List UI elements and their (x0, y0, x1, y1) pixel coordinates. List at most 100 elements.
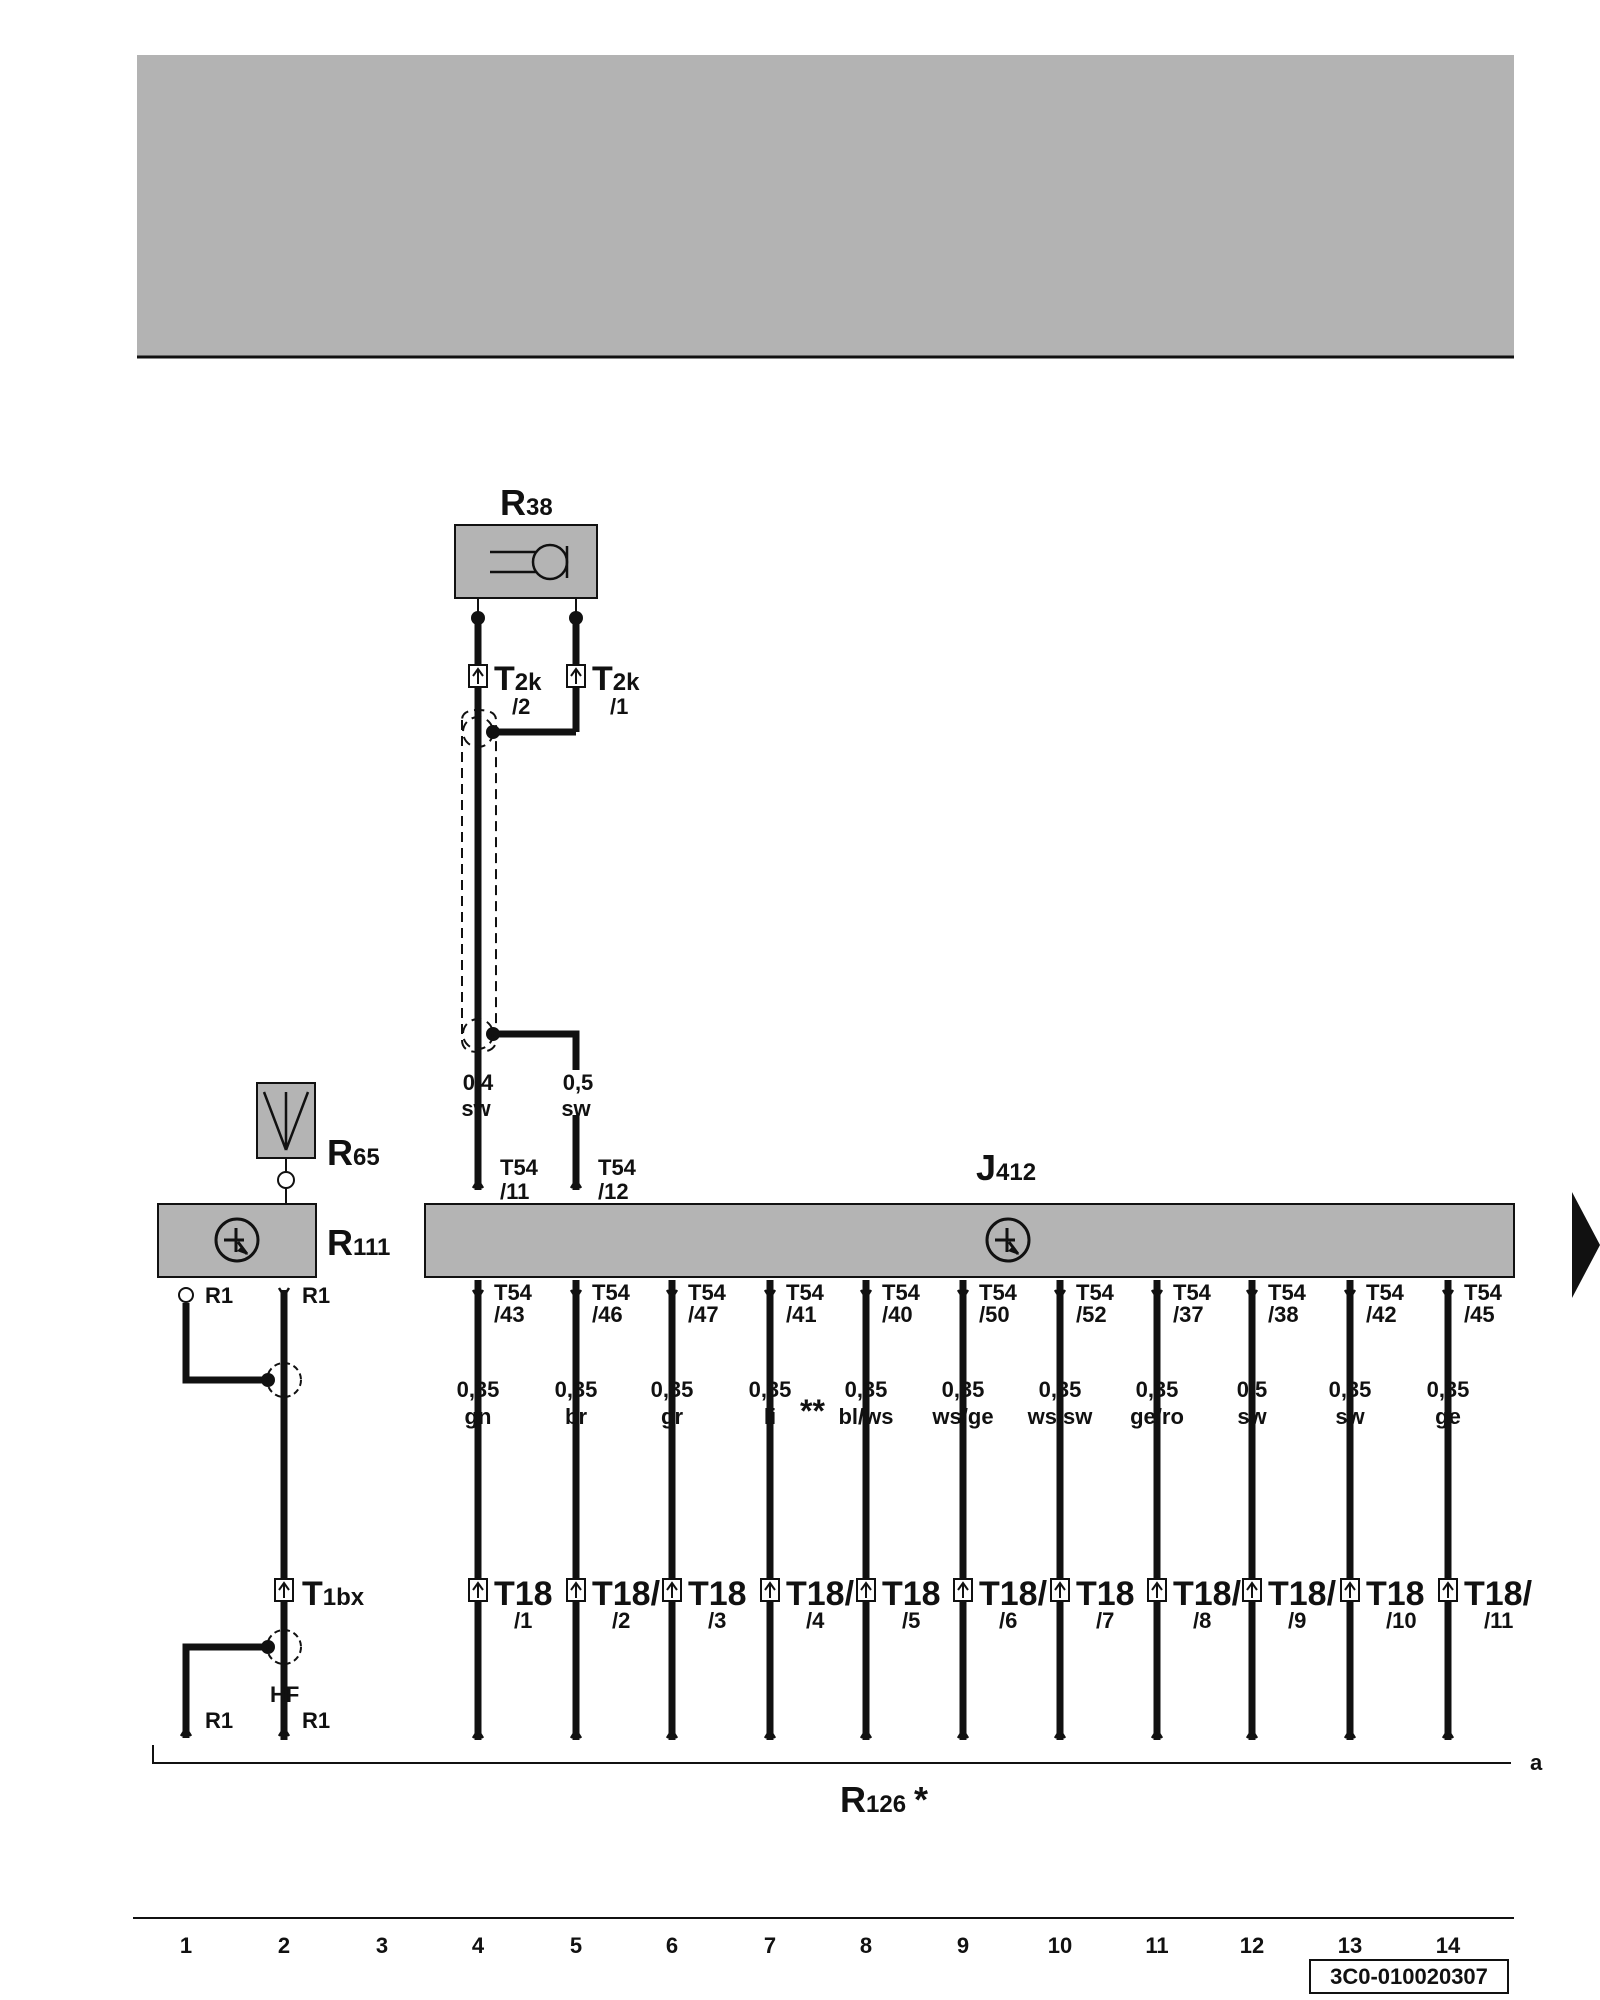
wire-color: gn (465, 1404, 492, 1429)
wire-color: sw (1237, 1404, 1267, 1429)
r111-wires (182, 1290, 288, 1740)
wire-size: 0,35 (1039, 1377, 1082, 1402)
connector-icon (468, 664, 488, 688)
wire-size: 0,35 (749, 1377, 792, 1402)
t54-label: T54 (500, 1155, 539, 1180)
hf-label: HF (270, 1682, 299, 1707)
wire-size: 0,35 (651, 1377, 694, 1402)
t18-pin: /6 (999, 1608, 1017, 1633)
column-number: 5 (570, 1933, 582, 1958)
column-number: 2 (278, 1933, 290, 1958)
t18-label: T18/ (786, 1575, 855, 1613)
shield-outline (461, 708, 497, 1054)
t54-pin: /47 (688, 1302, 719, 1327)
wire-size: 0,35 (845, 1377, 888, 1402)
wire-color: ws/sw (1027, 1404, 1094, 1429)
wire-size: 0,35 (1136, 1377, 1179, 1402)
connector-icon (566, 664, 586, 688)
connector-icon (953, 1578, 973, 1602)
doc-code-box (1309, 1959, 1509, 1994)
column-number: 14 (1436, 1933, 1461, 1958)
wire-color: bl/ws (838, 1404, 893, 1429)
t18-pin: /9 (1288, 1608, 1306, 1633)
connector-icon (566, 1578, 586, 1602)
t18-label: T18/ (592, 1575, 661, 1613)
connector-icon (1242, 1578, 1262, 1602)
t54-label: T54 (688, 1280, 727, 1305)
wire-size: 0,35 (1329, 1377, 1372, 1402)
wire-size: 0,5 (1237, 1377, 1268, 1402)
connector-icon (856, 1578, 876, 1602)
wire-size: 0,35 (1427, 1377, 1470, 1402)
header-band (137, 55, 1514, 357)
ground-right-label: R1 (302, 1708, 330, 1733)
column-number: 6 (666, 1933, 678, 1958)
t54-pin: /46 (592, 1302, 623, 1327)
bus-end-label: a (1530, 1750, 1543, 1775)
t18-pin: /4 (806, 1608, 825, 1633)
r111-pin-left: R1 (205, 1283, 233, 1308)
t2k-2-label: T2k (494, 660, 542, 698)
column-number: 11 (1145, 1933, 1168, 1958)
connector-icon (662, 1578, 682, 1602)
t54-label: T54 (979, 1280, 1018, 1305)
t18-pin: /3 (708, 1608, 726, 1633)
connector-icon (274, 1578, 294, 1602)
r126-label: R126* (840, 1779, 928, 1820)
antenna-icon (262, 1091, 310, 1151)
j412-box (424, 1203, 1515, 1278)
column-number: 7 (764, 1933, 776, 1958)
column-number: 4 (472, 1933, 485, 1958)
t54-pin: /45 (1464, 1302, 1495, 1327)
column-number: 12 (1240, 1933, 1264, 1958)
column-number: 3 (376, 1933, 388, 1958)
t54-pin: /12 (598, 1179, 629, 1204)
r111-pin-right: R1 (302, 1283, 330, 1308)
connector-icon (1340, 1578, 1360, 1602)
t54-pin: /43 (494, 1302, 525, 1327)
wire-color: ge/ro (1130, 1404, 1184, 1429)
wire-size: 0,5 (563, 1070, 594, 1095)
t54-pin: /11 (500, 1179, 529, 1204)
t18-label: T18/ (1464, 1575, 1533, 1613)
t54-pin: /38 (1268, 1302, 1299, 1327)
connector-icon (1438, 1578, 1458, 1602)
t54-label: T54 (1076, 1280, 1115, 1305)
t54-label: T54 (494, 1280, 533, 1305)
t2k-2-pin: /2 (512, 694, 530, 719)
t54-label: T54 (882, 1280, 921, 1305)
ground-left-label: R1 (205, 1708, 233, 1733)
t18-pin: /5 (902, 1608, 920, 1633)
wire-color: li (764, 1404, 776, 1429)
t1bx-label: T1bx (302, 1575, 365, 1613)
t54-label: T54 (592, 1280, 631, 1305)
wire-color: ws/ge (931, 1404, 993, 1429)
column-number: 10 (1048, 1933, 1072, 1958)
wire-color: gr (661, 1404, 683, 1429)
r111-label: R111 (327, 1222, 390, 1263)
wire-color: sw (1335, 1404, 1365, 1429)
column-number: 9 (957, 1933, 969, 1958)
t18-pin: /2 (612, 1608, 630, 1633)
wire-size: 0,35 (942, 1377, 985, 1402)
microphone-icon (490, 543, 569, 581)
j412-wire-bundle: T54/430,35gnT18/1T54/460,35brT18//2T54/4… (457, 1280, 1533, 1740)
j412-label: J412 (976, 1147, 1036, 1188)
t54-pin: /42 (1366, 1302, 1397, 1327)
t18-label: T18 (882, 1575, 941, 1613)
doc-code: 3C0-010020307 (1330, 1964, 1488, 1989)
column-number: 1 (180, 1933, 192, 1958)
connector-icon (760, 1578, 780, 1602)
t54-pin: /41 (786, 1302, 817, 1327)
connector-icon (1050, 1578, 1070, 1602)
t54-label: T54 (1366, 1280, 1405, 1305)
t18-label: T18 (688, 1575, 747, 1613)
t18-pin: /8 (1193, 1608, 1211, 1633)
wire-color: sw (461, 1096, 491, 1121)
r65-label: R65 (327, 1132, 380, 1173)
bus-line (152, 1745, 1511, 1764)
t18-pin: /7 (1096, 1608, 1114, 1633)
t54-label: T54 (598, 1155, 637, 1180)
connector-icon (1147, 1578, 1167, 1602)
